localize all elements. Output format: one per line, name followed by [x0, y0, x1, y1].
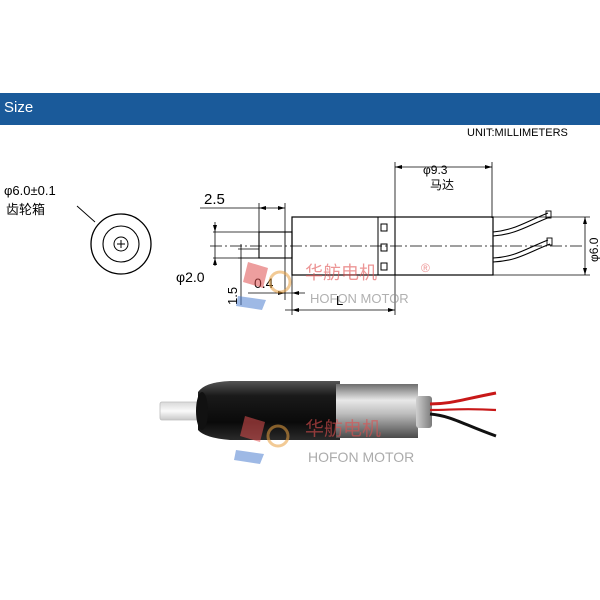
photo-red-wire [429, 391, 497, 406]
dim-motor-length: φ9.3 [423, 163, 448, 177]
header-bar: Size [0, 93, 600, 125]
dim-body-diameter: φ6.0 [587, 237, 600, 262]
side-view [200, 162, 590, 315]
watermark-logo-2 [234, 416, 290, 464]
front-diameter-label: φ6.0±0.1 [4, 183, 56, 198]
product-photo [159, 381, 497, 440]
photo-end-cap [416, 396, 432, 428]
watermark-registered: ® [421, 261, 430, 275]
dim-length: L [336, 293, 343, 308]
photo-motor-can [336, 384, 418, 438]
motor-caption: 马达 [430, 178, 454, 192]
outer-circle [90, 213, 152, 275]
inner-circle [102, 225, 140, 263]
watermark-logo-1 [236, 262, 292, 310]
front-caption: 齿轮箱 [6, 202, 45, 217]
leader-line [76, 205, 96, 223]
page-title: Size [4, 99, 34, 116]
photo-black-wire [429, 412, 497, 438]
watermark-brand-en-1: HOFON MOTOR [310, 291, 409, 306]
shaft-circle [113, 236, 129, 252]
dim-shaft-length: 2.5 [204, 191, 225, 208]
photo-gearbox [198, 381, 340, 440]
dim-shaft-diameter: φ2.0 [176, 269, 205, 285]
front-view: φ6.0±0.1 齿轮箱 [4, 183, 152, 275]
watermark-brand-en-2: HOFON MOTOR [308, 449, 414, 465]
shaft-outline [258, 231, 293, 259]
dim-flat: 1.5 [225, 287, 240, 305]
watermark-brand-cn-1: 华舫电机 [305, 263, 377, 283]
watermark-brand-cn-2: 华舫电机 [305, 418, 381, 440]
unit-label: UNIT:MILLIMETERS [467, 127, 568, 139]
